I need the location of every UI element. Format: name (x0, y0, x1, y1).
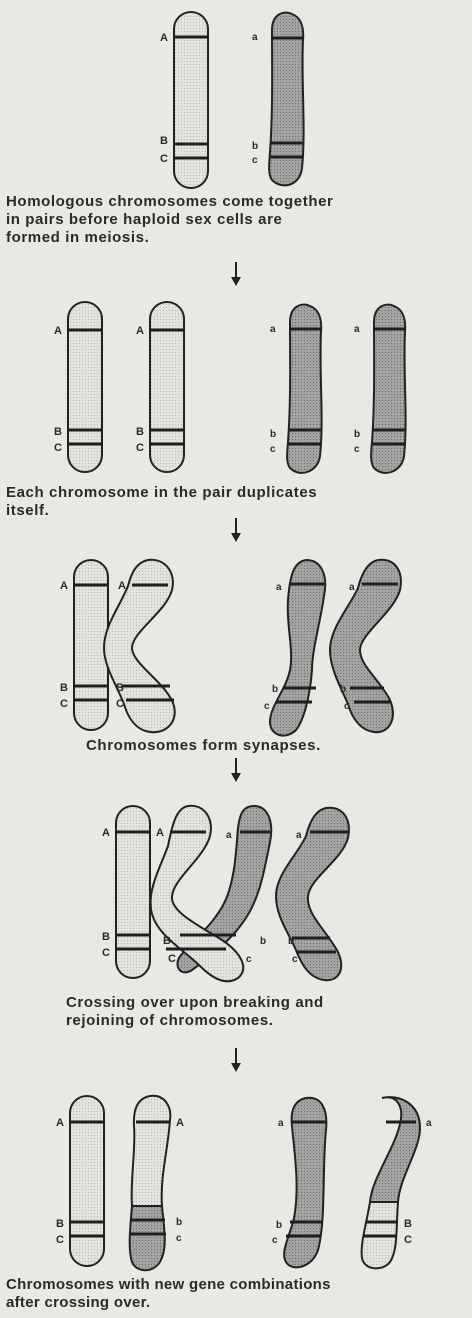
gene-label-B: B (54, 426, 62, 438)
gene-label-A: A (56, 1117, 64, 1129)
caption-line: rejoining of chromosomes. (66, 1012, 324, 1030)
gene-label-A: A (160, 32, 168, 44)
stage-5-chromosomes: A B C A b c a b c a B C (56, 1096, 432, 1270)
arrow-4 (231, 1048, 241, 1072)
chromosome-A-light (150, 302, 184, 472)
chromosome-recombinant-dark-tail (130, 1206, 165, 1270)
gene-label-a: a (349, 582, 355, 593)
gene-label-C: C (404, 1234, 412, 1246)
gene-label-a: a (276, 582, 282, 593)
gene-label-A: A (102, 827, 110, 839)
gene-label-A: A (176, 1117, 184, 1129)
gene-label-C: C (54, 442, 62, 454)
stage-1-chromosomes: A B C a b c (160, 12, 304, 188)
chromosome-recombinant-a-B-C (370, 1097, 420, 1202)
gene-label-c: c (252, 155, 258, 166)
gene-label-C: C (102, 947, 110, 959)
gene-label-A: A (136, 325, 144, 337)
gene-label-C: C (60, 698, 68, 710)
stage-3-chromosomes: A A B C B C a a b c b c (60, 560, 401, 736)
gene-label-B: B (56, 1218, 64, 1230)
gene-label-A: A (54, 325, 62, 337)
gene-label-a: a (296, 830, 302, 841)
gene-label-c: c (344, 701, 350, 712)
gene-label-B: B (163, 935, 171, 947)
gene-label-B: B (116, 682, 124, 694)
stage-4-caption: Crossing over upon breaking and rejoinin… (66, 994, 324, 1030)
stage-2-caption: Each chromosome in the pair duplicates i… (6, 484, 317, 520)
gene-label-A: A (156, 827, 164, 839)
stage-2-chromosomes: A B C A B C a b c a b c (54, 302, 406, 473)
gene-label-b: b (272, 684, 278, 695)
caption-line: Each chromosome in the pair duplicates (6, 484, 317, 502)
gene-label-A: A (118, 580, 126, 592)
gene-label-a: a (252, 32, 258, 43)
gene-label-B: B (60, 682, 68, 694)
arrow-3 (231, 758, 241, 782)
gene-label-a: a (426, 1118, 432, 1129)
gene-label-B: B (136, 426, 144, 438)
gene-label-C: C (160, 153, 168, 165)
gene-label-b: b (276, 1220, 282, 1231)
gene-label-c: c (270, 444, 276, 455)
gene-label-b: b (354, 429, 360, 440)
caption-line: Chromosomes with new gene combinations (6, 1276, 331, 1294)
gene-label-c: c (264, 701, 270, 712)
caption-line: Crossing over upon breaking and (66, 994, 324, 1012)
gene-label-c: c (292, 954, 298, 965)
chromosome-a-dark-bent (330, 560, 401, 732)
gene-label-B: B (160, 135, 168, 147)
caption-line: Chromosomes form synapses. (86, 737, 321, 755)
caption-line: in pairs before haploid sex cells are (6, 211, 333, 229)
gene-label-c: c (176, 1233, 182, 1244)
caption-line: after crossing over. (6, 1294, 331, 1312)
caption-line: itself. (6, 502, 317, 520)
gene-label-b: b (260, 936, 266, 947)
gene-label-b: b (288, 936, 294, 947)
gene-label-A: A (60, 580, 68, 592)
gene-label-a: a (278, 1118, 284, 1129)
caption-line: formed in meiosis. (6, 229, 333, 247)
stage-5-caption: Chromosomes with new gene combinations a… (6, 1276, 331, 1312)
chromosome-A-light (68, 302, 102, 472)
gene-label-C: C (136, 442, 144, 454)
stage-1-caption: Homologous chromosomes come together in … (6, 193, 333, 247)
gene-label-C: C (56, 1234, 64, 1246)
stage-3-caption: Chromosomes form synapses. (86, 737, 321, 755)
caption-line: Homologous chromosomes come together (6, 193, 333, 211)
gene-label-b: b (176, 1217, 182, 1228)
gene-label-c: c (354, 444, 360, 455)
gene-label-a: a (270, 324, 276, 335)
arrow-2 (231, 518, 241, 542)
gene-label-b: b (252, 141, 258, 152)
gene-label-B: B (404, 1218, 412, 1230)
gene-label-a: a (354, 324, 360, 335)
gene-label-b: b (270, 429, 276, 440)
chromosome-recombinant-A-b-c (132, 1096, 171, 1206)
gene-label-C: C (168, 953, 176, 965)
gene-label-C: C (116, 698, 124, 710)
chromosome-a-dark-bent (276, 808, 349, 980)
arrow-1 (231, 262, 241, 286)
gene-label-a: a (226, 830, 232, 841)
gene-label-b: b (340, 684, 346, 695)
gene-label-c: c (246, 954, 252, 965)
gene-label-B: B (102, 931, 110, 943)
gene-label-c: c (272, 1235, 278, 1246)
stage-4-chromosomes: A B C A B C a a b c b c (102, 806, 349, 981)
